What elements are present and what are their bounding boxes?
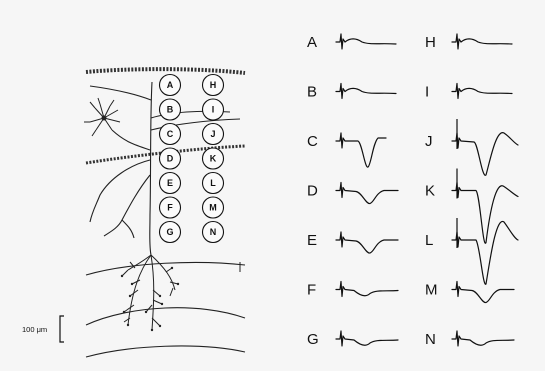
site-label: H	[210, 80, 217, 90]
apical-dendrite	[150, 82, 152, 255]
dendrite-branch	[104, 175, 150, 236]
trace-label: C	[307, 133, 318, 150]
trace-waveform	[336, 34, 396, 49]
site-a: A	[160, 75, 181, 96]
anatomy-drawing: A B C D E F G H I J K L M N 100 μm	[22, 69, 245, 357]
site-label: A	[167, 80, 174, 90]
trace-waveform	[336, 282, 398, 297]
trace-waveform	[452, 34, 512, 49]
site-label: C	[167, 129, 174, 139]
trace-label: K	[425, 183, 435, 200]
spines	[121, 267, 179, 331]
trace-label: A	[307, 34, 317, 51]
site-e: E	[160, 173, 181, 194]
trace-waveform	[336, 232, 398, 253]
site-i: I	[203, 99, 224, 120]
site-g: G	[160, 222, 181, 243]
trace-n: N	[425, 331, 514, 348]
trace-waveform	[336, 84, 396, 99]
trace-j: J	[425, 119, 518, 175]
layer-line-3	[86, 346, 245, 357]
trace-label: H	[425, 34, 436, 51]
trace-waveform	[452, 183, 518, 244]
site-d: D	[160, 148, 181, 169]
trace-label: N	[425, 331, 436, 348]
dendrite-branch	[90, 86, 151, 100]
layer-line-1	[86, 262, 245, 275]
dendrite-branch	[112, 130, 150, 150]
trace-i: I	[425, 84, 512, 101]
scale-bar: 100 μm	[22, 316, 64, 342]
trace-waveform	[336, 183, 398, 204]
site-n: N	[203, 222, 224, 243]
trace-k: K	[425, 169, 518, 244]
site-label: F	[167, 203, 173, 213]
trace-l: L	[425, 218, 518, 284]
trace-waveform	[452, 133, 518, 176]
site-j: J	[203, 124, 224, 145]
trace-label: L	[425, 232, 433, 249]
trace-m: M	[425, 282, 514, 303]
trace-a: A	[307, 34, 396, 51]
trace-waveform	[336, 331, 398, 346]
site-m: M	[203, 197, 224, 218]
scale-bar-label: 100 μm	[22, 325, 47, 334]
trace-waveform	[452, 331, 514, 346]
dendrite-branch	[122, 220, 134, 238]
trace-c: C	[307, 133, 386, 167]
trace-f: F	[307, 282, 398, 299]
site-label: D	[167, 154, 174, 164]
trace-label: D	[307, 183, 318, 200]
site-l: L	[203, 173, 224, 194]
dendrite-branch	[90, 160, 150, 222]
trace-label: I	[425, 84, 429, 101]
site-label: L	[210, 178, 216, 188]
site-label: J	[210, 129, 215, 139]
trace-waveform	[336, 133, 386, 167]
trace-label: B	[307, 84, 317, 101]
trace-b: B	[307, 84, 396, 101]
layer-line-2	[86, 308, 245, 325]
trace-label: J	[425, 133, 433, 150]
site-f: F	[160, 197, 181, 218]
trace-e: E	[307, 232, 398, 253]
site-k: K	[203, 148, 224, 169]
site-label: I	[212, 105, 215, 115]
trace-g: G	[307, 331, 398, 348]
trace-waveform	[452, 221, 518, 284]
trace-d: D	[307, 183, 398, 204]
site-label: E	[167, 178, 173, 188]
trace-label: G	[307, 331, 319, 348]
site-label: N	[210, 227, 217, 237]
trace-label: M	[425, 282, 438, 299]
site-label: G	[166, 227, 173, 237]
site-c: C	[160, 124, 181, 145]
site-b: B	[160, 99, 181, 120]
trace-label: F	[307, 282, 316, 299]
pia-surface	[86, 69, 245, 73]
trace-waveform	[452, 84, 512, 99]
trace-waveform	[452, 282, 514, 303]
site-label: B	[167, 105, 174, 115]
site-h: H	[203, 75, 224, 96]
trace-h: H	[425, 34, 512, 51]
trace-label: E	[307, 232, 317, 249]
trace-panel: A B C D E F G H I J K L M N	[307, 34, 518, 348]
site-label: K	[210, 154, 217, 164]
site-label: M	[209, 203, 217, 213]
small-neuron	[84, 98, 120, 136]
